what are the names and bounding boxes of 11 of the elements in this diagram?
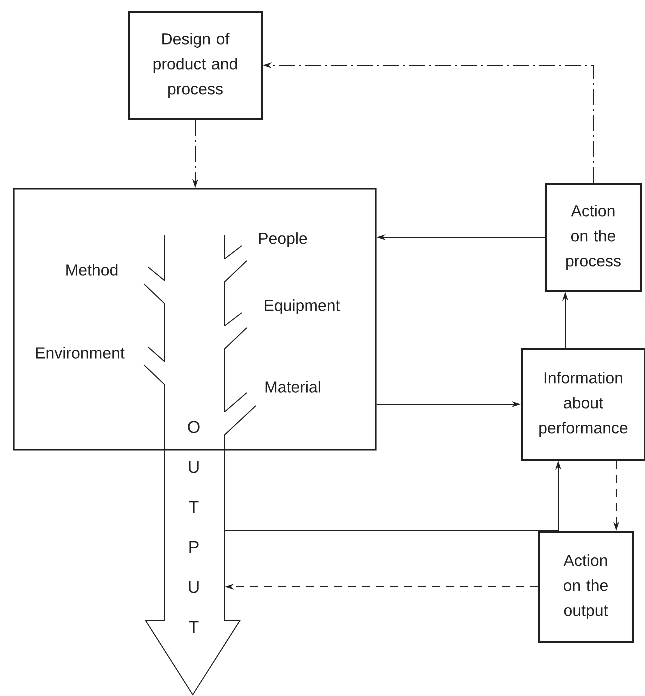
process-box: Information about performance xyxy=(521,348,645,461)
part-label: People xyxy=(259,232,308,248)
part-label: Method xyxy=(66,264,118,276)
process-box: Design of product and process xyxy=(128,11,263,120)
part-label: Equipment xyxy=(265,300,340,314)
process-box xyxy=(13,188,377,451)
process-box: Action on the output xyxy=(538,531,634,643)
part-label: Environment xyxy=(36,347,125,359)
process-box: Action on the process xyxy=(545,183,642,292)
part-label: Material xyxy=(266,381,320,393)
output-arrow-drawing: O U T P U T xyxy=(144,234,256,696)
